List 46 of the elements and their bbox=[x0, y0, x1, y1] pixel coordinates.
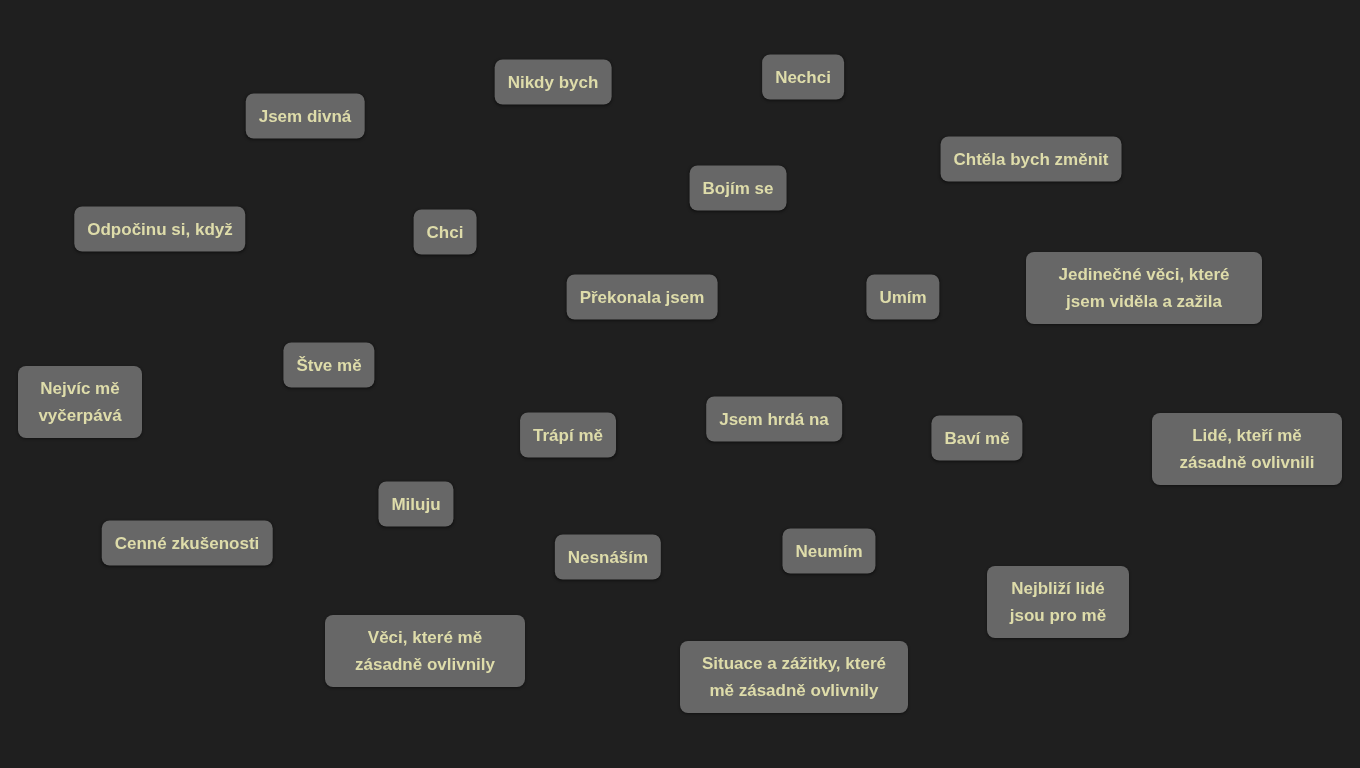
word-card bbox=[554, 534, 662, 580]
word-card bbox=[706, 396, 842, 442]
card-text: Chtěla bych změnit bbox=[953, 148, 1109, 171]
word-card bbox=[782, 528, 876, 574]
word-card bbox=[74, 206, 246, 252]
card-text: Baví mě bbox=[944, 427, 1010, 450]
card-text: Štve mě bbox=[296, 354, 362, 377]
word-card bbox=[566, 274, 718, 320]
word-card bbox=[520, 412, 616, 458]
word-card bbox=[325, 615, 525, 687]
word-card bbox=[494, 59, 612, 105]
card-text: Nikdy bych bbox=[507, 71, 599, 94]
card-text: Nesnáším bbox=[567, 546, 649, 569]
card-text: Jsem hrdá na bbox=[719, 408, 829, 431]
card-text: Nejvíc mě vyčerpává bbox=[37, 378, 123, 427]
card-text: Překonala jsem bbox=[579, 286, 705, 309]
word-card bbox=[940, 136, 1122, 182]
card-text: Lidé, kteří mě zásadně ovlivnili bbox=[1178, 425, 1316, 474]
word-card bbox=[18, 366, 142, 438]
word-card bbox=[680, 641, 908, 713]
card-text: Situace a zážitky, které mě zásadně ovlivnily bbox=[701, 653, 887, 702]
card-text: Miluju bbox=[391, 493, 441, 516]
card-text: Odpočinu si, když bbox=[87, 218, 233, 241]
card-text: Věci, které mě zásadně ovlivnily bbox=[354, 627, 496, 676]
word-card bbox=[245, 93, 365, 139]
word-card bbox=[378, 481, 454, 527]
word-card bbox=[987, 566, 1129, 638]
word-card bbox=[762, 54, 844, 100]
card-text: Bojím se bbox=[702, 177, 774, 200]
word-card bbox=[283, 342, 375, 388]
card-text: Trápí mě bbox=[533, 424, 603, 447]
word-card bbox=[689, 165, 787, 211]
card-text: Neumím bbox=[795, 540, 863, 563]
card-text: Jsem divná bbox=[258, 105, 352, 128]
card-text: Nechci bbox=[775, 66, 831, 89]
word-card bbox=[931, 415, 1023, 461]
word-card bbox=[101, 520, 273, 566]
word-card bbox=[866, 274, 940, 320]
card-text: Nejbliží lidé jsou pro mě bbox=[1008, 578, 1108, 627]
word-card bbox=[413, 209, 477, 255]
word-card bbox=[1026, 252, 1262, 324]
card-text: Jedinečné věci, které jsem viděla a zažila bbox=[1057, 264, 1231, 313]
card-text: Chci bbox=[426, 221, 464, 244]
word-card bbox=[1152, 413, 1342, 485]
card-text: Cenné zkušenosti bbox=[114, 532, 260, 555]
card-text: Umím bbox=[879, 286, 927, 309]
